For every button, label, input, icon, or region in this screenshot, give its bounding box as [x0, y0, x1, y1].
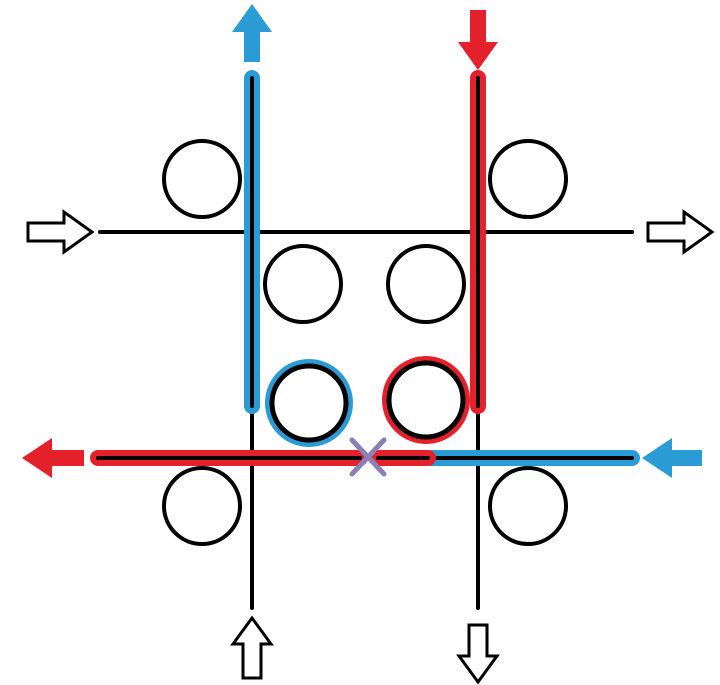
hollow-arrows — [26, 209, 715, 685]
hollow-arrow-icon-bottom-up — [230, 615, 274, 680]
circle-nodes — [162, 139, 568, 546]
solid-arrow-icon-blue-left — [642, 438, 702, 478]
circle-node-bottom-left — [162, 466, 242, 546]
solid-arrows — [22, 4, 702, 478]
hollow-arrow-icon-right-out — [646, 209, 715, 255]
circle-node-bottom-right — [488, 466, 568, 546]
hollow-arrow-icon-left-in — [26, 209, 95, 255]
solid-arrow-icon-red-down — [458, 10, 498, 70]
cross-mark-icon — [349, 437, 387, 477]
solid-arrow-icon-blue-up — [232, 4, 272, 62]
circle-node-top-left — [162, 139, 242, 219]
circle-node-mid-left — [263, 244, 343, 324]
blue-loop-circle — [269, 363, 349, 443]
hollow-arrow-icon-bottom-down — [456, 623, 500, 685]
red-loop-circle — [386, 360, 466, 440]
circle-node-top-right — [488, 139, 568, 219]
solid-arrow-icon-red-left — [22, 438, 84, 478]
circle-node-mid-right — [386, 244, 466, 324]
